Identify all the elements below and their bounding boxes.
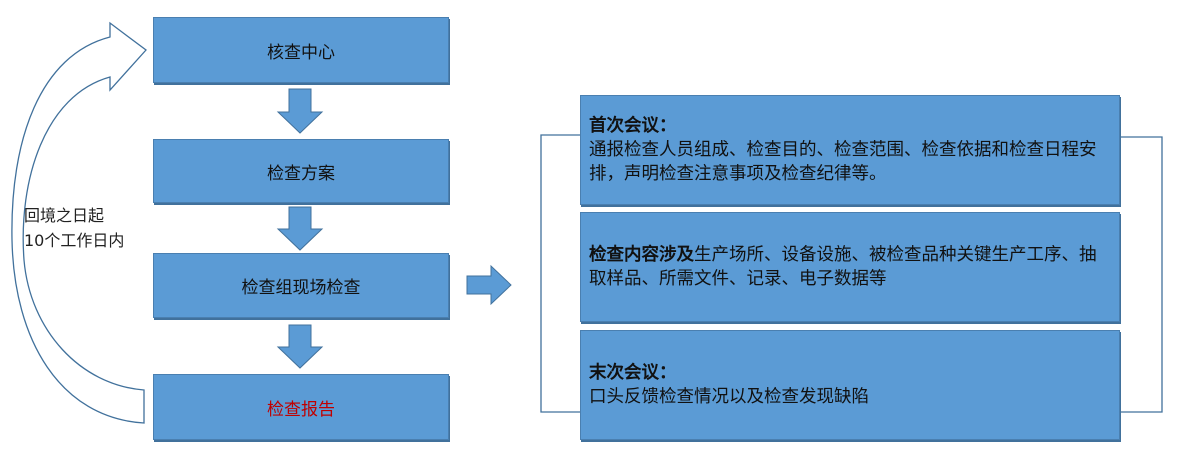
- step-verification-center: 核查中心: [153, 17, 449, 83]
- step-inspection-report: 检查报告: [153, 374, 449, 440]
- detail-title: 末次会议：: [589, 363, 677, 383]
- step-label: 检查方案: [267, 163, 335, 184]
- detail-body: 生产场所、设备设施、被检查品种关键生产工序、抽取样品、所需文件、记录、电子数据等: [589, 245, 1097, 289]
- detail-inspection-scope: 检查内容涉及生产场所、设备设施、被检查品种关键生产工序、抽取样品、所需文件、记录…: [580, 212, 1120, 322]
- detail-closing-meeting: 末次会议： 口头反馈检查情况以及检查发现缺陷: [580, 330, 1120, 440]
- loop-note-line2: 10个工作日内: [24, 231, 125, 250]
- loop-note-line1: 回境之日起: [24, 206, 105, 225]
- down-arrow-1: [276, 88, 324, 134]
- right-arrow: [466, 264, 512, 306]
- curved-arrow-outline: [11, 21, 147, 424]
- detail-opening-meeting: 首次会议： 通报检查人员组成、检查目的、检查范围、检查依据和检查日程安排，声明检…: [580, 95, 1120, 205]
- detail-title: 首次会议：: [589, 116, 677, 136]
- detail-body: 通报检查人员组成、检查目的、检查范围、检查依据和检查日程安排，声明检查注意事项及…: [589, 140, 1097, 184]
- down-arrow-2: [276, 206, 324, 251]
- detail-bracket-right: [1120, 136, 1163, 413]
- detail-title: 检查内容涉及: [589, 245, 694, 265]
- step-label: 检查报告: [267, 399, 335, 420]
- detail-bracket-left: [540, 134, 580, 413]
- detail-body: 口头反馈检查情况以及检查发现缺陷: [589, 387, 869, 407]
- step-label: 检查组现场检查: [241, 278, 361, 298]
- down-arrow-3: [276, 324, 324, 369]
- step-inspection-plan: 检查方案: [153, 139, 449, 203]
- step-onsite-inspection: 检查组现场检查: [153, 253, 449, 318]
- loop-note: 回境之日起 10个工作日内: [24, 203, 124, 253]
- step-label: 核查中心: [267, 42, 335, 63]
